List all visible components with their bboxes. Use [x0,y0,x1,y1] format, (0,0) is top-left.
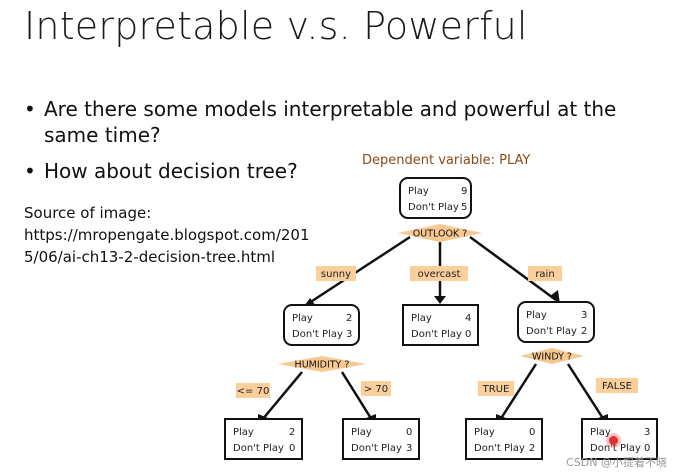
source-label: Source of image: [24,204,152,222]
edge-humidity-gt70 [340,371,374,421]
edge-label-overcast-text: overcast [418,269,461,280]
leaf-le70-dontplay-count: 0 [289,443,295,454]
edge-root-sunny [305,235,411,307]
leaf-true-play-label: Play [474,427,495,438]
outlook-decision [398,224,482,242]
sunny-play-count: 2 [346,313,352,324]
source-url-line1: https://mropengate.blogspot.com/201 [24,226,310,244]
edge-root-rain [469,235,557,302]
leaf-false-dontplay-count: 0 [644,443,650,454]
overcast-play-count: 4 [465,313,471,324]
windy-decision [520,348,584,364]
rain-node [517,301,595,343]
edge-windy-true [498,363,538,421]
edge-label-rain [528,266,562,281]
cursor-pointer-icon [609,436,618,445]
watermark: CSDN @小提着不晓 [566,456,667,469]
root-play-count: 9 [461,186,467,197]
root-node [399,177,472,219]
edge-label-le70 [236,383,270,398]
edge-label-true-text: TRUE [482,384,510,395]
leaf-true-dontplay-count: 2 [529,443,535,454]
edge-label-sunny-text: sunny [321,269,351,280]
edge-label-overcast [410,266,468,281]
edge-windy-false [566,363,606,421]
overcast-play-label: Play [411,313,432,324]
bullet-text-line1: How about decision tree? [44,159,298,183]
rain-dontplay-label: Don't Play [526,326,577,337]
edge-label-false [596,378,638,393]
edge-label-le70-text: <= 70 [237,386,270,397]
bullet-text-line1: Are there some models interpretable and … [44,97,617,121]
sunny-node [283,304,360,346]
leaf-gt70-play-label: Play [351,427,372,438]
edge-label-rain-text: rain [535,269,554,280]
leaf-le70-play-count: 2 [289,427,295,438]
leaf-le70-node [224,418,303,460]
leaf-false-node [581,418,658,460]
leaf-gt70-play-count: 0 [406,427,412,438]
leaf-false-play-count: 3 [644,427,650,438]
edge-humidity-le70 [261,371,303,421]
leaf-le70-play-label: Play [233,427,254,438]
arrow-head-icon [550,290,560,304]
bullet-dot-icon: • [24,159,36,183]
leaf-false-dontplay-label: Don't Play [590,443,641,454]
edge-label-false-text: FALSE [602,381,632,392]
sunny-dontplay-count: 3 [346,329,352,340]
leaf-gt70-dontplay-count: 3 [406,443,412,454]
leaf-false-play-label: Play [590,427,611,438]
root-dontplay-count: 5 [461,202,467,213]
leaf-gt70-dontplay-label: Don't Play [351,443,402,454]
sunny-dontplay-label: Don't Play [292,329,343,340]
edge-label-gt70-text: > 70 [364,384,388,395]
leaf-true-node [465,418,543,460]
root-dontplay-label: Don't Play [408,202,459,213]
humidity-decision [278,356,366,372]
leaf-true-dontplay-label: Don't Play [474,443,525,454]
leaf-gt70-node [342,418,420,460]
overcast-dontplay-label: Don't Play [411,329,462,340]
slide-title: Interpretable v.s. Powerful [24,4,528,48]
root-play-label: Play [408,186,429,197]
source-url-line2: 5/06/ai-ch13-2-decision-tree.html [24,248,276,266]
rain-dontplay-count: 2 [581,326,587,337]
rain-play-label: Play [526,310,547,321]
leaf-le70-dontplay-label: Don't Play [233,443,284,454]
leaf-true-play-count: 0 [529,427,535,438]
rain-play-count: 3 [581,310,587,321]
dependent-variable-label: Dependent variable: PLAY [362,153,531,168]
sunny-play-label: Play [292,313,313,324]
bullet-dot-icon: • [24,97,36,121]
edge-label-sunny [316,266,356,281]
bullet-text-line2: same time? [44,123,161,147]
humidity-label: HUMIDITY ? [295,360,350,371]
arrow-head-icon [434,296,446,304]
windy-label: WINDY ? [532,352,572,363]
edge-label-true [478,381,514,396]
edge-label-gt70 [361,381,391,396]
image-source: Source of image: https://mropengate.blog… [24,202,310,268]
outlook-label: OUTLOOK ? [413,229,467,240]
overcast-dontplay-count: 0 [465,329,471,340]
overcast-node [402,304,479,346]
